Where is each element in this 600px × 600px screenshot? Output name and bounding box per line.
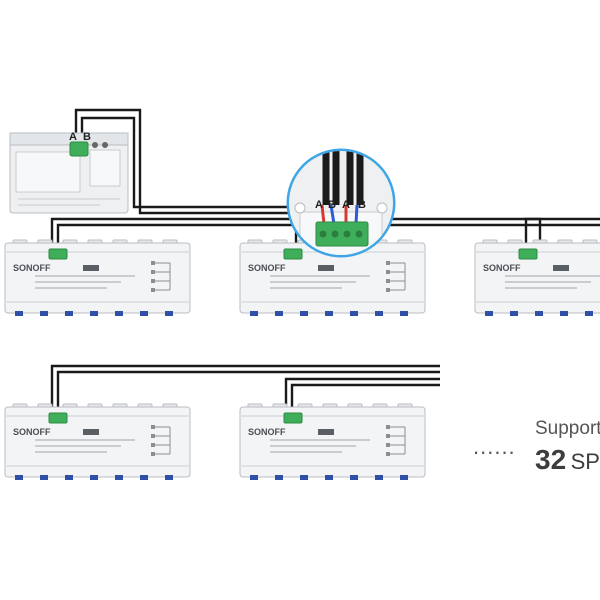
spm-module-3: SONOFF: [474, 239, 600, 316]
module-brand: SONOFF: [483, 263, 521, 273]
rs485-terminal: [283, 412, 303, 424]
terminal-callout: [286, 148, 396, 258]
callout-label-a1: A: [315, 199, 323, 211]
rs485-terminal: [283, 248, 303, 260]
callout-label-b2: B: [358, 199, 366, 211]
rs485-terminal: [48, 412, 68, 424]
gateway-label-a: A: [69, 131, 77, 143]
continuation-dots: ......: [473, 434, 516, 459]
spm-module-5: SONOFF: [239, 403, 426, 480]
spm-module-1: SONOFF: [4, 239, 191, 316]
support-count: 32: [535, 444, 567, 475]
cable-module3: [524, 217, 600, 252]
cable-module5-a: [284, 377, 440, 415]
spm-module-4: SONOFF: [4, 403, 191, 480]
support-label: Support: [535, 418, 600, 439]
modules-layer: SONOFF SONOFF SONOFF SONOFF SONOFF: [4, 239, 600, 480]
cable-bus-bottom-2: [56, 370, 440, 415]
support-count-line: 32 SPM: [535, 444, 600, 476]
module-brand: SONOFF: [248, 263, 286, 273]
cable-module5-b: [290, 383, 440, 415]
module-brand: SONOFF: [248, 427, 286, 437]
gateway-label-b: B: [83, 131, 91, 143]
callout-label-b1: B: [328, 199, 336, 211]
module-brand: SONOFF: [13, 263, 51, 273]
rs485-terminal: [518, 248, 538, 260]
callout-label-a2: A: [342, 199, 350, 211]
rs485-terminal: [48, 248, 68, 260]
module-brand: SONOFF: [13, 427, 51, 437]
support-unit: SPM: [570, 449, 600, 474]
cable-bus-bottom-1: [50, 364, 440, 415]
gateway-unit: [9, 132, 129, 214]
